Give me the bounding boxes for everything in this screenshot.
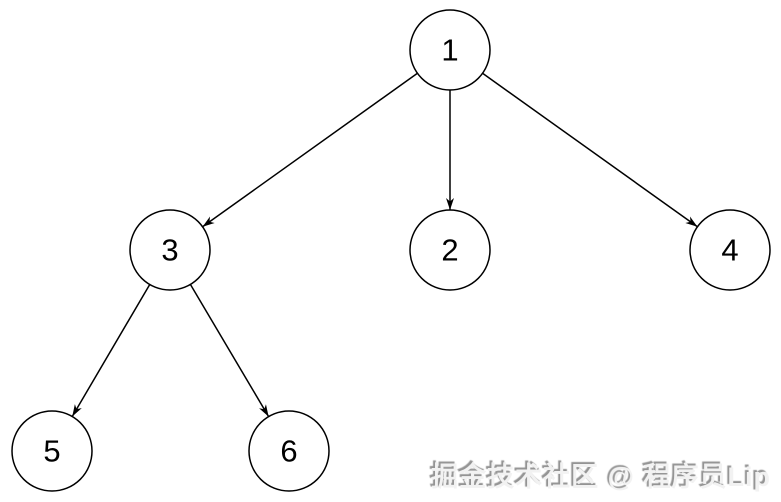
tree-node-1: 1 [409, 9, 491, 91]
tree-edge-1-3 [202, 72, 418, 228]
tree-node-circle-5 [11, 410, 93, 492]
tree-node-label-2: 2 [441, 233, 458, 268]
tree-edge-3-6 [189, 284, 270, 417]
tree-node-circle-4 [689, 209, 771, 291]
tree-edge-1-4 [482, 72, 698, 228]
tree-node-label-1: 1 [441, 33, 458, 68]
tree-node-label-3: 3 [161, 233, 178, 268]
watermark: 掘金技术社区 @ 程序员Lip [431, 462, 771, 492]
tree-node-4: 4 [689, 209, 771, 291]
tree-node-label-6: 6 [280, 434, 297, 469]
tree-node-6: 6 [248, 410, 330, 492]
tree-node-5: 5 [11, 410, 93, 492]
tree-node-label-5: 5 [43, 434, 60, 469]
tree-node-label-4: 4 [721, 233, 738, 268]
tree-node-circle-6 [248, 410, 330, 492]
tree-node-circle-3 [129, 209, 211, 291]
tree-node-circle-2 [409, 209, 491, 291]
tree-edge-3-5 [71, 284, 151, 417]
tree-node-3: 3 [129, 209, 211, 291]
tree-node-circle-1 [409, 9, 491, 91]
tree-node-2: 2 [409, 209, 491, 291]
